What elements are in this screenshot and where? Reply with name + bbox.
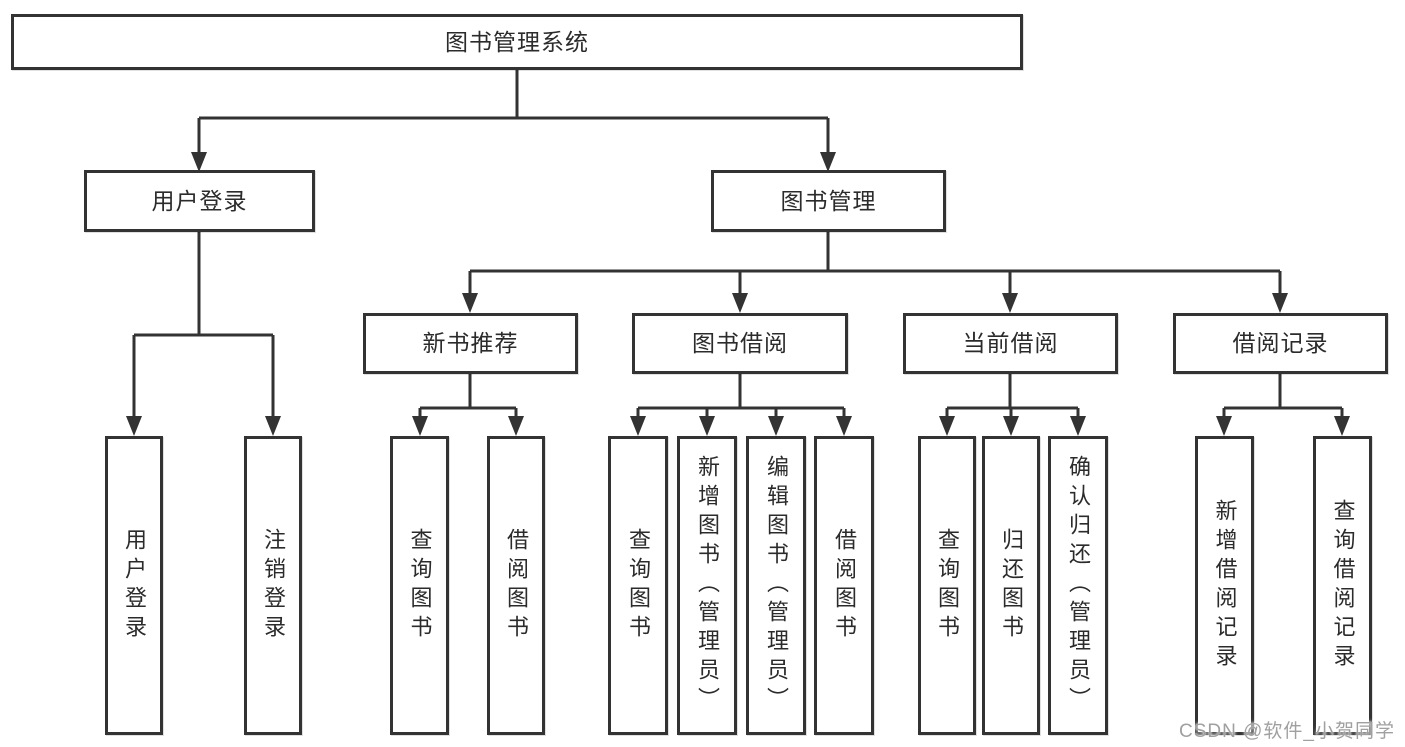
node-root-label: 图书管理系统 [445,28,589,55]
leaf-borrow-edit-books-admin-label: 编辑图书（管理员） [764,455,789,716]
leaf-user-login-label: 用户登录 [122,527,147,644]
leaf-current-return-books-label: 归还图书 [999,527,1024,644]
node-borrow-records-label: 借阅记录 [1232,330,1329,356]
leaf-records-add-record-label: 新增借阅记录 [1212,498,1238,673]
node-book-management-label: 图书管理 [780,187,877,214]
node-book-management: 图书管理 [711,170,946,232]
leaf-records-query-record: 查询借阅记录 [1313,436,1372,735]
node-book-borrow-label: 图书借阅 [692,330,788,356]
leaf-borrow-add-books-admin: 新增图书（管理员） [677,436,737,735]
leaf-current-return-books: 归还图书 [982,436,1040,735]
leaf-borrow-query-books-label: 查询图书 [626,527,651,644]
csdn-watermark: CSDN @软件_小贺同学 [1179,721,1395,742]
node-borrow-records: 借阅记录 [1173,313,1388,374]
leaf-current-confirm-return-admin-label: 确认归还（管理员） [1066,455,1091,716]
leaf-user-login: 用户登录 [105,436,163,735]
node-root: 图书管理系统 [11,14,1023,70]
node-current-borrow-label: 当前借阅 [962,330,1059,356]
node-new-book-recommend-label: 新书推荐 [422,330,519,356]
node-current-borrow: 当前借阅 [903,313,1118,374]
node-user-login: 用户登录 [84,170,315,232]
leaf-borrow-borrow-books: 借阅图书 [814,436,874,735]
leaf-borrow-add-books-admin-label: 新增图书（管理员） [695,455,720,716]
node-book-borrow: 图书借阅 [632,313,848,374]
leaf-logout-label: 注销登录 [261,527,286,644]
leaf-logout: 注销登录 [244,436,302,735]
leaf-recommend-borrow-books-label: 借阅图书 [504,527,529,644]
leaf-current-confirm-return-admin: 确认归还（管理员） [1048,436,1108,735]
leaf-borrow-borrow-books-label: 借阅图书 [832,527,857,644]
leaf-recommend-query-books: 查询图书 [390,436,449,735]
leaf-borrow-edit-books-admin: 编辑图书（管理员） [746,436,806,735]
leaf-recommend-query-books-label: 查询图书 [407,527,433,644]
leaf-current-query-books: 查询图书 [918,436,976,735]
leaf-borrow-query-books: 查询图书 [608,436,668,735]
leaf-current-query-books-label: 查询图书 [935,527,960,644]
leaf-recommend-borrow-books: 借阅图书 [487,436,545,735]
node-new-book-recommend: 新书推荐 [363,313,578,374]
node-user-login-label: 用户登录 [151,187,248,214]
leaf-records-add-record: 新增借阅记录 [1195,436,1254,735]
leaf-records-query-record-label: 查询借阅记录 [1330,498,1356,673]
